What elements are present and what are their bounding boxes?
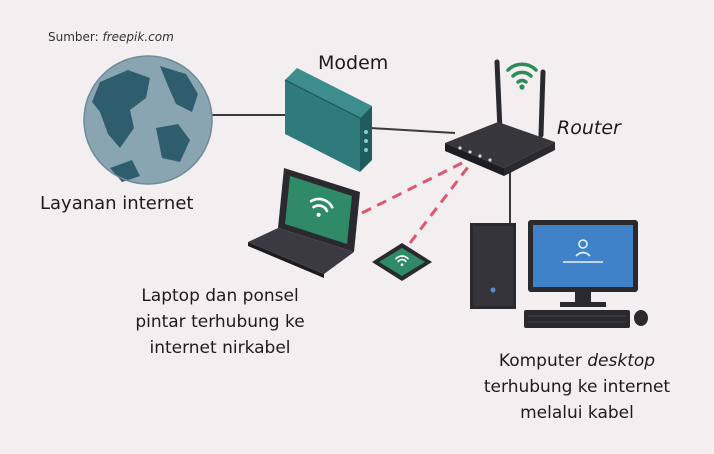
- globe-icon: [83, 55, 213, 185]
- smartphone-icon: [372, 243, 432, 281]
- router-icon: [445, 59, 555, 176]
- wifi-link-phone: [408, 166, 470, 244]
- desktop-tower-icon: [470, 223, 516, 309]
- laptop-icon: [248, 168, 360, 278]
- wired-links: [210, 114, 511, 225]
- mouse-icon: [634, 310, 648, 326]
- wifi-icon: [506, 62, 538, 90]
- router-label: Router: [557, 117, 621, 139]
- image-source: Sumber: freepik.com: [48, 30, 174, 44]
- wifi-icon: [309, 197, 334, 217]
- wireless-devices-caption: Laptop dan ponsel pintar terhubung ke in…: [135, 286, 305, 358]
- monitor-icon: [528, 220, 638, 307]
- modem-icon: [284, 68, 372, 172]
- desktop-computer-caption: Komputer desktop terhubung ke internet m…: [483, 351, 671, 423]
- wifi-icon: [395, 255, 409, 267]
- internet-service-label: Layanan internet: [40, 193, 194, 214]
- cable-modem-router: [369, 127, 456, 134]
- modem-label: Modem: [318, 52, 389, 74]
- wireless-links: [361, 161, 470, 244]
- wifi-link-laptop: [361, 161, 463, 215]
- keyboard-icon: [524, 310, 630, 328]
